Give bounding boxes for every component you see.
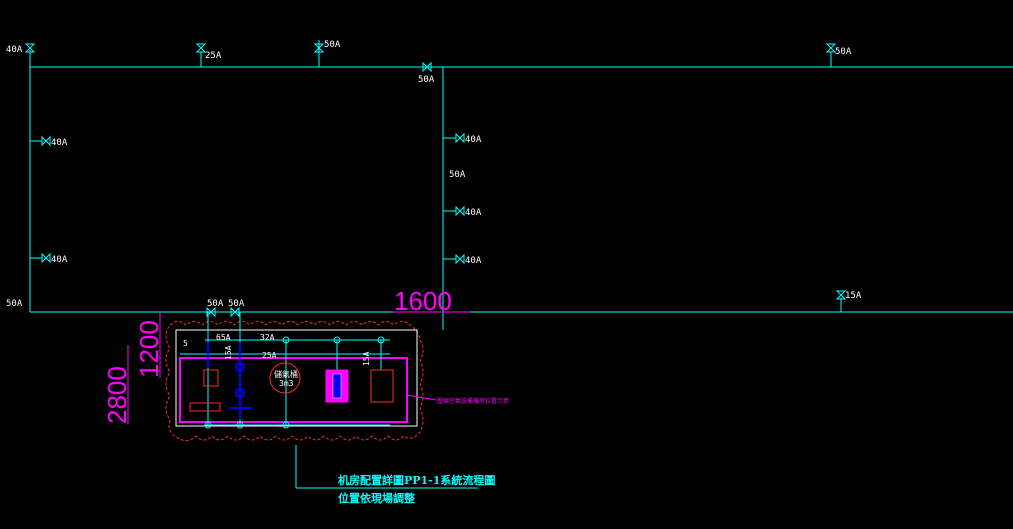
valve-icon [455,132,465,144]
pipe-label: 50A [324,40,341,50]
valve-icon [24,43,36,53]
valve-icon [195,43,207,53]
pipe-label: 50A [835,47,852,57]
pipe-labels: 40A 25A 50A 50A 50A 40A 40A 50A 50A 40A … [6,40,862,309]
valve-icon [41,252,51,264]
valve-icon [825,43,837,53]
pipe-label: 40A [51,255,68,265]
pipe-label: 15A [845,291,862,301]
pipe-label: 40A [465,208,482,218]
pipe-label: 15A [224,345,233,360]
filter-unit [189,402,221,412]
machine-room: 儲氣桶 3m3 65A 32A 25A 5 15A 15A 壓縮空氣設備機房位置… [165,312,509,442]
pipe-label: 50A [6,299,23,309]
compressor-core [332,373,342,399]
pipe-nodes [204,336,385,429]
valve-icon [455,205,465,217]
machine-room-inner-wall [179,357,408,423]
pipe-label: 65A [216,333,231,342]
dimension-1600: 1600 [394,286,452,316]
dimensions: 1600 1200 2800 [102,286,470,424]
valve-icon [230,306,240,318]
valve-icon [206,306,216,318]
pipe-label: 50A [228,299,245,309]
air-tank-label: 儲氣桶 [274,369,298,379]
pipe-label: 50A [449,170,466,180]
valve-icon [835,290,847,300]
machine-room-outer-wall [175,329,418,427]
legend-note: 壓縮空氣設備機房位置示意 [437,397,509,405]
valve-icon [41,135,51,147]
pipe-label: 40A [465,256,482,266]
pipe-label: 15A [362,351,371,366]
blue-fittings [207,342,252,420]
valve-icon [455,253,465,265]
dimension-1200: 1200 [134,320,164,378]
pipe-label: 5 [183,339,188,348]
legend-leader [406,394,437,401]
pipe-label: 40A [465,135,482,145]
revision-cloud [165,321,424,442]
air-tank [269,362,301,394]
air-tank-volume: 3m3 [279,379,294,388]
pipe-label: 25A [205,51,222,61]
valve-icon [313,43,325,53]
dimension-2800: 2800 [102,366,132,424]
valves [24,43,847,318]
notes: 机房配置詳圖PP1-1系統流程圖 位置依現場調整 [338,473,495,505]
pipe-network [29,40,1013,489]
note-title: 机房配置詳圖PP1-1系統流程圖 [338,473,495,487]
control-panel [370,369,394,403]
pipe-label: 40A [51,138,68,148]
pipe-label: 40A [6,45,23,55]
pipe-label: 25A [262,351,277,360]
dryer-unit [203,369,219,387]
valve-icon [422,61,432,73]
pipe-label: 50A [207,299,224,309]
pipe-label: 32A [260,333,275,342]
note-location: 位置依現場調整 [338,491,415,505]
pipe-label: 50A [418,75,435,85]
